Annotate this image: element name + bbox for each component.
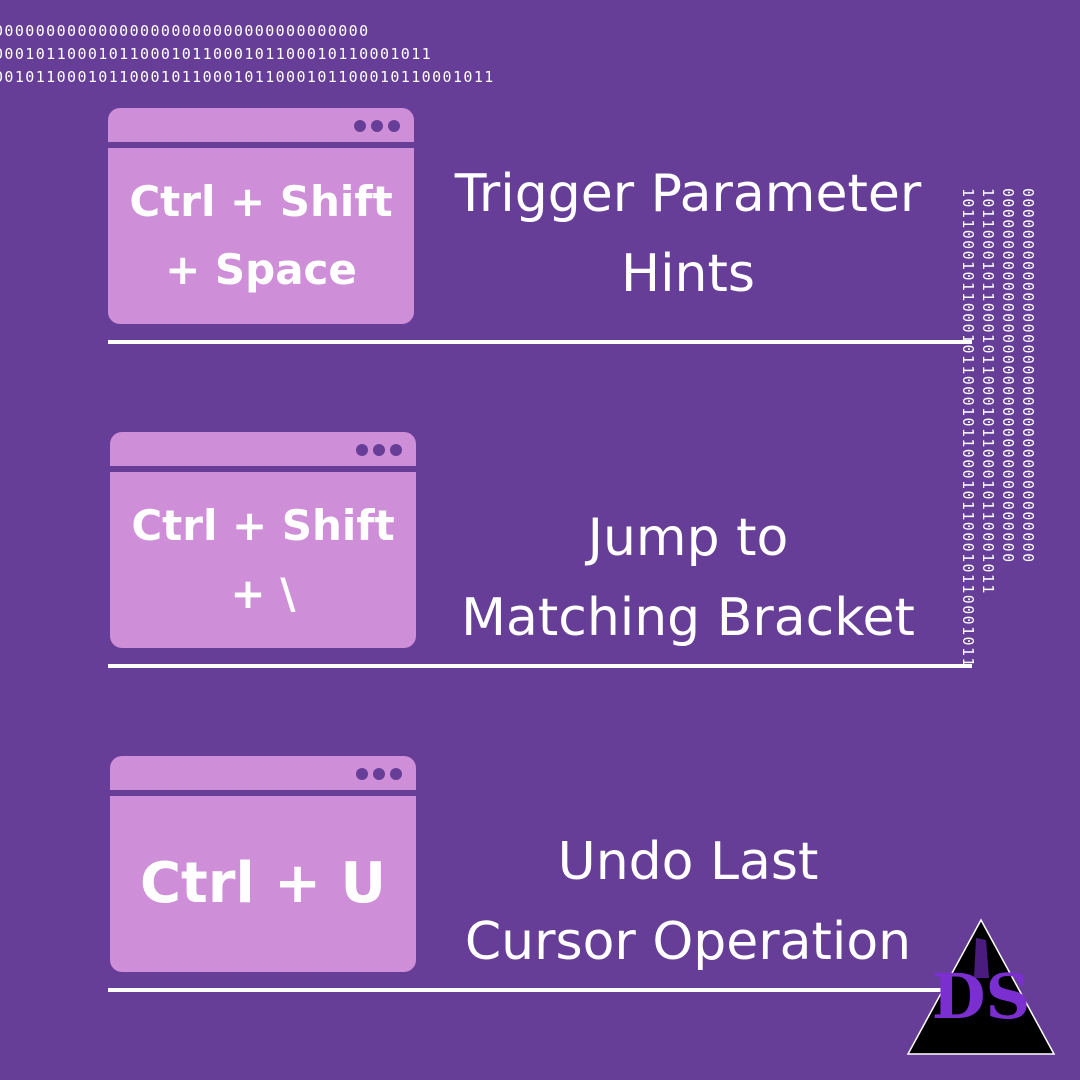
descript-logo: DS: [906, 918, 1056, 1055]
shortcut-description: Jump to Matching Bracket: [428, 488, 948, 668]
description-line: Hints: [621, 244, 755, 304]
binary-line: 000000000000000000000000000000000000: [999, 188, 1017, 564]
window-title-bar-divider: [110, 790, 416, 796]
divider-line: [108, 340, 972, 344]
shortcut-keys: Ctrl + Shift + \: [110, 472, 416, 648]
keys-line: Ctrl + Shift: [129, 177, 393, 226]
binary-line: 000000000000000000000000000000000000: [0, 22, 370, 40]
keys-line: Ctrl + Shift: [131, 501, 395, 550]
binary-line: 0010110001011000101100010110001011000101…: [0, 68, 495, 86]
keys-line: + Space: [165, 245, 357, 294]
description-line: Cursor Operation: [464, 912, 912, 972]
binary-line: 000000000000000000000000000000000000: [1019, 188, 1037, 564]
shortcut-description: Trigger Parameter Hints: [428, 144, 948, 324]
description-line: Jump to: [587, 508, 789, 568]
binary-line: 1011000101100010110001011000101100010110…: [959, 188, 977, 668]
shortcut-description: Undo Last Cursor Operation: [428, 812, 948, 992]
window-title-bar-divider: [110, 466, 416, 472]
window-dots-icon: [356, 768, 402, 780]
description-line: Trigger Parameter: [454, 164, 922, 224]
binary-line: 101100010110001011000101100010110001011: [979, 188, 997, 595]
shortcut-window: Ctrl + U: [110, 756, 416, 972]
description-line: Matching Bracket: [461, 588, 915, 648]
window-dots-icon: [354, 120, 400, 132]
divider-line: [108, 988, 942, 992]
shortcut-keys: Ctrl + U: [110, 796, 416, 972]
logo-monogram: DS: [932, 960, 1031, 1033]
description-line: Undo Last: [557, 832, 819, 892]
binary-line: 0001011000101100010110001011000101100010…: [0, 45, 433, 63]
binary-decoration-top: 000000000000000000000000000000000000 000…: [0, 20, 539, 89]
shortcut-window: Ctrl + Shift + Space: [108, 108, 414, 324]
binary-decoration-side: 000000000000000000000000000000000000 000…: [958, 188, 1038, 723]
shortcut-keys: Ctrl + Shift + Space: [108, 148, 414, 324]
keys-line: Ctrl + U: [139, 851, 387, 916]
shortcut-window: Ctrl + Shift + \: [110, 432, 416, 648]
window-title-bar-divider: [108, 142, 414, 148]
divider-line: [108, 664, 972, 668]
keys-line: + \: [230, 569, 296, 618]
window-dots-icon: [356, 444, 402, 456]
